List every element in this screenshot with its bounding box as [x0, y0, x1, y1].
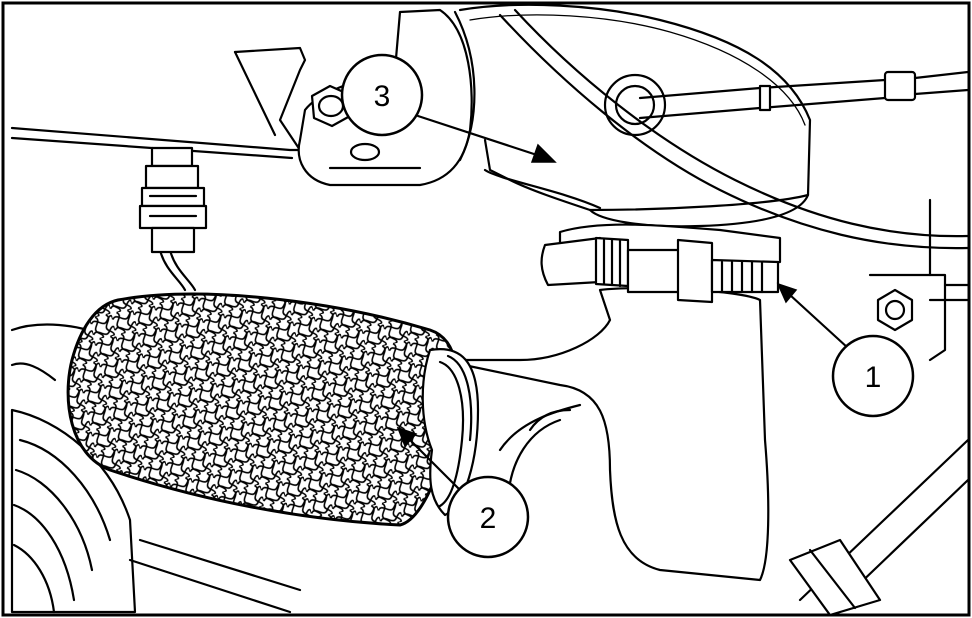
callout-1-label: 1: [865, 361, 882, 394]
oxygen-sensor: [540, 223, 782, 304]
left-components: [10, 323, 302, 614]
callout-1: 1: [831, 334, 915, 418]
right-frame-bracket: [868, 198, 968, 362]
callout-3: 3: [340, 53, 424, 137]
arrowhead-1: [776, 282, 798, 304]
arrowhead-3: [530, 143, 557, 163]
lower-rod: [788, 438, 968, 614]
callout-3-label: 3: [374, 80, 391, 113]
sensor-connector: [138, 146, 208, 292]
callout-2: 2: [446, 475, 530, 559]
braided-flex-pipe: [66, 292, 480, 527]
exhaust-pipe: [438, 286, 770, 582]
routing-cable: [498, 8, 968, 250]
upper-housing: [458, 4, 812, 228]
leader-arrows: [396, 114, 850, 494]
callout-2-label: 2: [480, 502, 497, 535]
sensor-wire-tube: [638, 70, 968, 120]
arrowhead-2: [396, 426, 418, 448]
